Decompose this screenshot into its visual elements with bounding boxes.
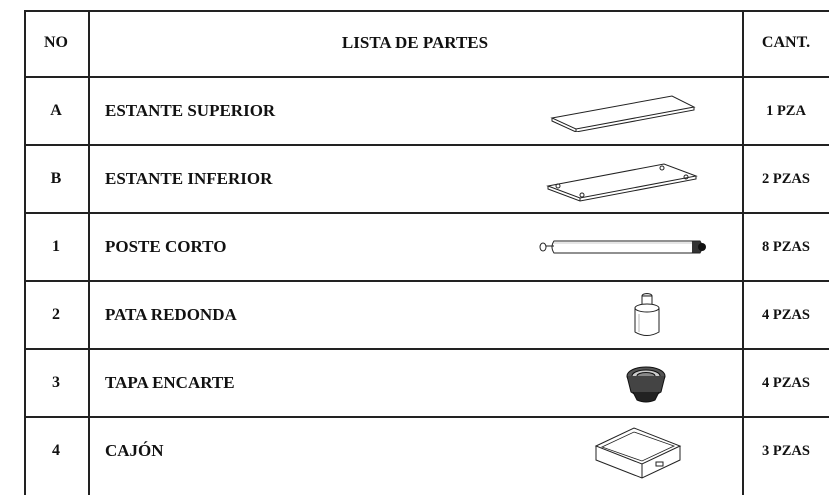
table-row: B ESTANTE INFERIOR 2 PZAS [24, 146, 829, 212]
part-quantity: 3 PZAS [762, 442, 810, 459]
part-name: ESTANTE INFERIOR [105, 169, 273, 188]
flat-shelf-panel-icon [550, 95, 696, 132]
part-number: A [50, 102, 62, 119]
table-row: 4 CAJÓN 3 PZAS [24, 418, 829, 484]
part-quantity: 8 PZAS [762, 238, 810, 255]
part-name: PATA REDONDA [105, 305, 237, 324]
table-border-top [24, 10, 829, 12]
row-divider [24, 348, 829, 350]
row-divider [24, 76, 829, 78]
part-name: CAJÓN [105, 441, 164, 460]
part-number: 3 [52, 374, 60, 391]
header-quantity: CANT. [761, 34, 811, 51]
part-name: TAPA ENCARTE [105, 373, 235, 392]
table-border-left [24, 10, 26, 495]
drawer-box-icon [594, 427, 682, 479]
header-parts-list: LISTA DE PARTES [341, 33, 489, 52]
part-quantity: 4 PZAS [762, 374, 810, 391]
table-row: A ESTANTE SUPERIOR 1 PZA [24, 78, 829, 144]
shelf-panel-with-holes-icon [546, 163, 698, 202]
part-name: ESTANTE SUPERIOR [105, 101, 276, 120]
row-divider [24, 212, 829, 214]
column-divider [742, 10, 744, 495]
table-row: 3 TAPA ENCARTE 4 PZAS [24, 350, 829, 416]
part-number: 1 [52, 238, 60, 255]
part-number: 2 [52, 306, 60, 323]
part-number: 4 [52, 442, 60, 459]
short-post-icon [539, 240, 706, 254]
part-number: B [50, 170, 62, 187]
part-quantity: 1 PZA [766, 102, 806, 119]
part-quantity: 2 PZAS [762, 170, 810, 187]
table-header: NO LISTA DE PARTES CANT. [24, 10, 829, 76]
table-row: 2 PATA REDONDA 4 PZAS [24, 282, 829, 348]
row-divider [24, 144, 829, 146]
row-divider [24, 280, 829, 282]
insert-cap-icon [626, 366, 666, 403]
column-divider [88, 10, 90, 495]
header-no: NO [44, 34, 68, 51]
part-quantity: 4 PZAS [762, 306, 810, 323]
part-name: POSTE CORTO [105, 237, 227, 256]
round-leg-icon [634, 293, 660, 336]
table-row: 1 POSTE CORTO 8 PZAS [24, 214, 829, 280]
row-divider [24, 416, 829, 418]
